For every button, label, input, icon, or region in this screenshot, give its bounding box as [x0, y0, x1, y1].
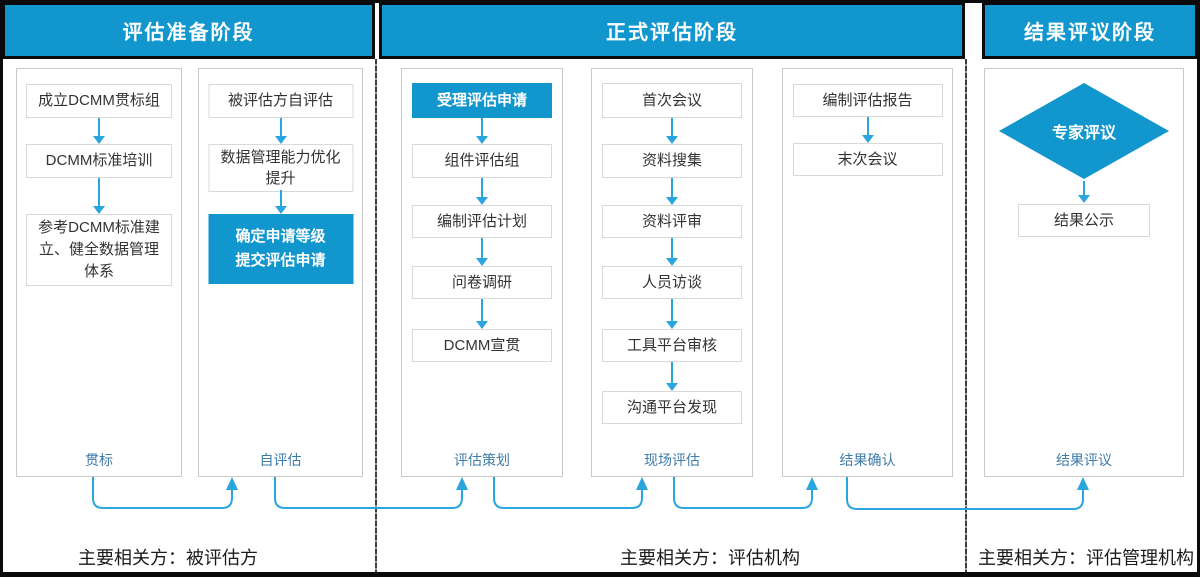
arrow-down-icon	[666, 178, 678, 205]
lane-onsite-assessment: 首次会议 资料搜集 资料评审 人员访谈 工具平台审核 沟通平台发现 现场评估	[591, 68, 753, 477]
flow-step: 工具平台审核	[602, 329, 742, 362]
flow-step-highlighted: 专家评议	[1051, 125, 1116, 142]
phase-header-formal-assessment: 正式评估阶段	[379, 2, 965, 59]
lane-label: 结果确认	[839, 452, 896, 468]
lane-label: 结果评议	[1056, 452, 1112, 468]
lane-implementation: 成立DCMM贯标组 DCMM标准培训 参考DCMM标准建立、健全数据管理体系 贯…	[16, 68, 182, 477]
lane-assessment-planning: 受理评估申请 组件评估组 编制评估计划 问卷调研 DCMM宣贯 评估策划	[401, 68, 563, 477]
flow-step: DCMM宣贯	[412, 329, 552, 362]
stakeholder-caption-formal: 主要相关方：评估机构	[620, 548, 800, 568]
arrow-down-icon	[93, 118, 105, 144]
flow-step: 组件评估组	[412, 144, 552, 178]
lane-label: 评估策划	[454, 452, 510, 468]
arrow-down-icon	[476, 238, 488, 266]
phase-divider-2	[965, 59, 967, 572]
flow-step: 首次会议	[602, 83, 742, 118]
arrow-down-icon	[93, 178, 105, 214]
lane-result-confirmation: 编制评估报告 末次会议 结果确认	[782, 68, 953, 477]
flow-step: 资料搜集	[602, 144, 742, 178]
diamond-shape: 专家评议	[999, 83, 1169, 179]
arrow-down-icon	[666, 238, 678, 266]
arrow-down-icon	[476, 299, 488, 329]
arrow-down-icon	[476, 178, 488, 205]
flow-step: 末次会议	[792, 143, 943, 176]
arrow-down-icon	[666, 118, 678, 144]
lane-label: 自评估	[259, 452, 302, 468]
lane-self-assessment: 被评估方自评估 数据管理能力优化提升 确定申请等级 提交评估申请 自评估	[198, 68, 363, 477]
flow-step: 参考DCMM标准建立、健全数据管理体系	[26, 214, 172, 286]
flow-step: 沟通平台发现	[602, 391, 742, 424]
flow-step: 编制评估报告	[792, 84, 943, 117]
arrow-down-icon	[274, 190, 287, 214]
arrow-down-icon	[861, 117, 874, 143]
flow-step: 资料评审	[602, 205, 742, 238]
arrow-down-icon	[1078, 181, 1090, 203]
diamond-icon	[999, 83, 1169, 179]
stakeholder-caption-preparation: 主要相关方：被评估方	[78, 548, 258, 568]
flow-step-highlighted: 确定申请等级 提交评估申请	[208, 214, 353, 284]
flow-step: 被评估方自评估	[208, 84, 353, 118]
flow-step: 人员访谈	[602, 266, 742, 299]
phase-header-result-review: 结果评议阶段	[982, 2, 1198, 59]
arrow-down-icon	[666, 299, 678, 329]
flow-step: 问卷调研	[412, 266, 552, 299]
arrow-down-icon	[666, 362, 678, 391]
flow-step: 数据管理能力优化提升	[208, 144, 353, 192]
phase-divider-1	[375, 59, 377, 572]
flow-step: 成立DCMM贯标组	[26, 84, 172, 118]
lane-result-review: 专家评议 结果公示 结果评议	[984, 68, 1184, 477]
phase-header-preparation: 评估准备阶段	[2, 2, 375, 59]
flow-step: DCMM标准培训	[26, 144, 172, 178]
flow-step: 结果公示	[1018, 204, 1150, 237]
flow-step: 编制评估计划	[412, 205, 552, 238]
arrow-down-icon	[476, 118, 488, 144]
arrow-down-icon	[274, 118, 287, 144]
stakeholder-caption-review: 主要相关方：评估管理机构	[978, 548, 1194, 568]
flow-step-highlighted: 受理评估申请	[412, 83, 552, 118]
lane-label: 贯标	[85, 452, 113, 468]
lane-label: 现场评估	[644, 452, 700, 468]
